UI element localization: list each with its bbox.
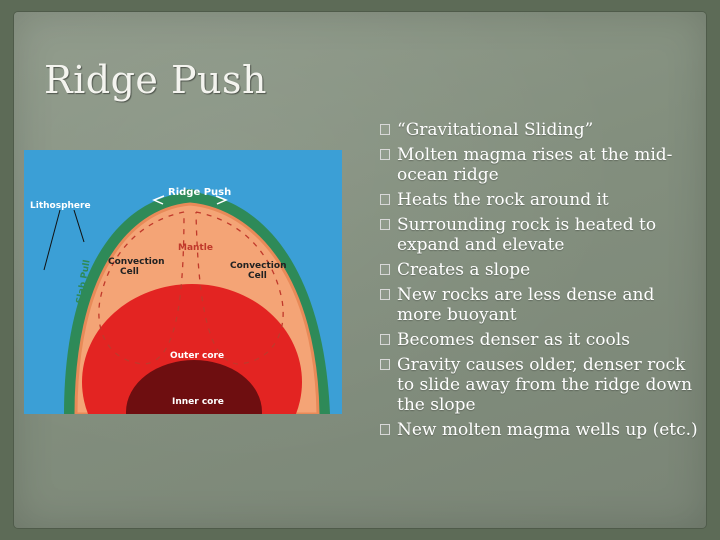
convection-cell-right-label-2: Cell [248,271,267,281]
bullet-text: Becomes denser as it cools [397,330,630,350]
bullet-box-icon [380,359,390,370]
bullet-text: Heats the rock around it [397,190,609,210]
bullet-item: Creates a slope [380,260,700,280]
convection-cell-right-label-1: Convection [230,261,286,271]
bullet-text: Surrounding rock is heated to expand and… [397,215,657,255]
bullet-item: New molten magma wells up (etc.) [380,420,700,440]
bullet-text: Creates a slope [397,260,531,280]
bullet-box-icon [380,424,390,435]
bullet-text: Molten magma rises at the mid-ocean ridg… [397,145,673,185]
convection-cell-left-label-2: Cell [120,267,139,277]
slide-title: Ridge Push [44,58,267,102]
bullet-item: Molten magma rises at the mid-ocean ridg… [380,145,700,185]
bullet-item: “Gravitational Sliding” [380,120,700,140]
mantle-edge [74,202,320,414]
bullet-text: New molten magma wells up (etc.) [397,420,698,440]
bullet-text: New rocks are less dense and more buoyan… [397,285,655,325]
bullet-box-icon [380,194,390,205]
bullet-item: Surrounding rock is heated to expand and… [380,215,700,255]
lithosphere-pointer-1 [43,209,61,271]
bullet-item: Gravity causes older, denser rock to sli… [380,355,700,415]
ridge-push-arrow-left-icon [152,195,165,205]
ridge-push-arrow-right-icon [215,195,228,205]
bullet-box-icon [380,219,390,230]
bullet-box-icon [380,289,390,300]
bullet-box-icon [380,264,390,275]
bullet-box-icon [380,149,390,160]
outer-core-label: Outer core [170,351,224,361]
bullet-item: New rocks are less dense and more buoyan… [380,285,700,325]
diagram-svg: Ridge Push Lithosphere Slab Pull Mantle … [24,150,342,414]
bullet-text: Gravity causes older, denser rock to sli… [397,355,693,415]
ridge-push-label: Ridge Push [168,187,231,198]
ridge-push-diagram: Ridge Push Lithosphere Slab Pull Mantle … [24,150,342,414]
bullet-box-icon [380,334,390,345]
convection-cell-left-label-1: Convection [108,257,164,267]
bullet-item: Heats the rock around it [380,190,700,210]
mantle-label: Mantle [178,243,213,253]
lithosphere-label: Lithosphere [30,201,91,211]
inner-core-label: Inner core [172,397,224,407]
bullet-text: “Gravitational Sliding” [397,120,594,140]
ridge-crest [174,189,206,198]
inner-core-shape [126,360,262,414]
bullet-box-icon [380,124,390,135]
bullet-list: “Gravitational Sliding” Molten magma ris… [380,120,700,445]
bullet-item: Becomes denser as it cools [380,330,700,350]
lithosphere-pointer-2 [73,209,85,243]
